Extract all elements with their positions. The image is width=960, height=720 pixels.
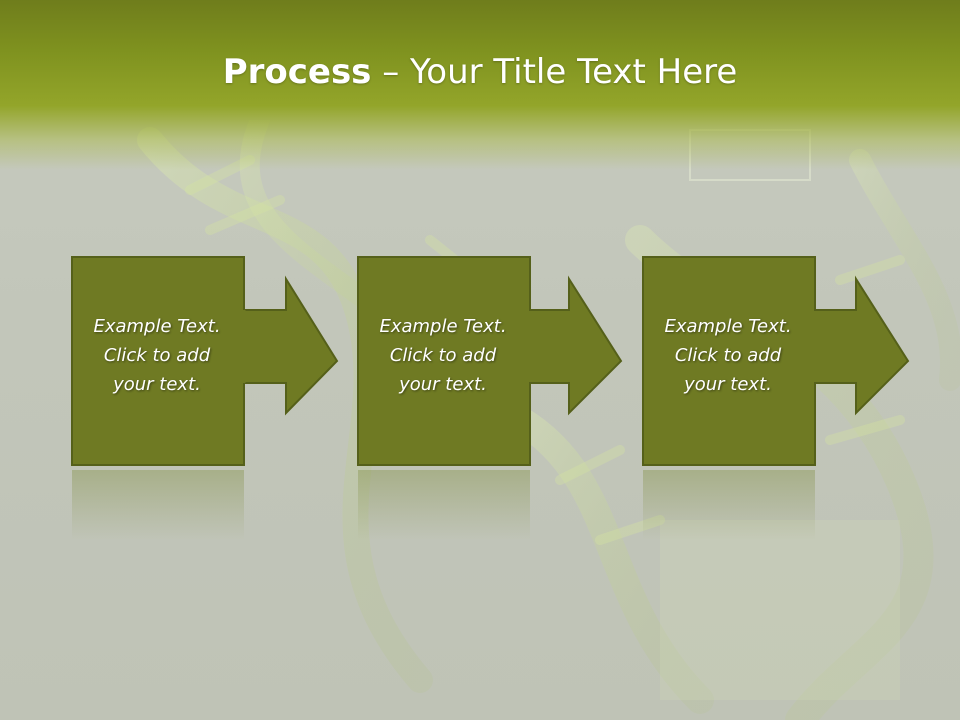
step-2-reflection	[358, 470, 530, 540]
step-3-text: Example Text. Click to add your text.	[642, 312, 814, 399]
process-step-2[interactable]: Example Text. Click to add your text.	[357, 256, 627, 468]
title-rest: – Your Title Text Here	[371, 52, 738, 92]
step-2-text: Example Text. Click to add your text.	[357, 312, 529, 399]
step-text-line: your text.	[399, 374, 487, 395]
slide-title: Process – Your Title Text Here	[0, 52, 960, 92]
step-text-line: your text.	[113, 374, 201, 395]
step-text-line: Click to add	[103, 345, 211, 366]
process-step-3[interactable]: Example Text. Click to add your text.	[642, 256, 912, 468]
step-1-text: Example Text. Click to add your text.	[71, 312, 243, 399]
title-bold: Process	[222, 52, 372, 92]
right-arrow-icon	[71, 256, 339, 466]
step-text-line: Example Text.	[664, 316, 792, 337]
step-text-line: Example Text.	[93, 316, 221, 337]
step-text-line: Click to add	[389, 345, 497, 366]
step-1-reflection	[72, 470, 244, 540]
right-arrow-icon	[357, 256, 623, 466]
step-text-line: Click to add	[674, 345, 782, 366]
right-arrow-icon	[642, 256, 910, 466]
step-text-line: your text.	[684, 374, 772, 395]
step-3-reflection	[643, 470, 815, 540]
process-step-1[interactable]: Example Text. Click to add your text.	[71, 256, 341, 468]
step-text-line: Example Text.	[379, 316, 507, 337]
title-band	[0, 0, 960, 170]
